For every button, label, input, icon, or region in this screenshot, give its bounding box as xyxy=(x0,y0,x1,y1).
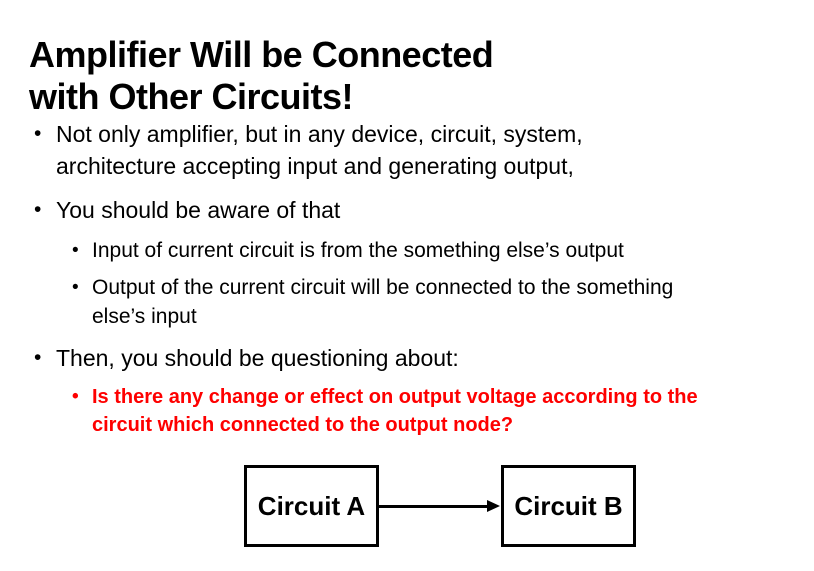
bullet-text-line: Is there any change or effect on output … xyxy=(92,386,698,408)
bullet-text-line: Output of the current circuit will be co… xyxy=(92,276,674,299)
bullet-text: Not only amplifier, but in any device, c… xyxy=(56,118,583,182)
circuit-a-box: Circuit A xyxy=(244,465,379,547)
bullet-marker: • xyxy=(72,240,79,261)
bullet-item: • Input of current circuit is from the s… xyxy=(72,236,624,265)
bullet-text: Input of current circuit is from the som… xyxy=(92,236,624,265)
slide-title-line: Amplifier Will be Connected xyxy=(29,34,494,76)
bullet-item-red-question: • Is there any change or effect on outpu… xyxy=(72,383,698,439)
bullet-text: Is there any change or effect on output … xyxy=(92,383,698,439)
slide-title: Amplifier Will be Connected with Other C… xyxy=(29,34,494,118)
connection-arrow-line xyxy=(379,505,489,508)
bullet-marker: • xyxy=(72,386,79,407)
bullet-text-line: Then, you should be questioning about: xyxy=(56,345,459,371)
bullet-item: • You should be aware of that xyxy=(34,194,340,226)
circuit-a-label: Circuit A xyxy=(257,490,366,521)
bullet-text-line: Not only amplifier, but in any device, c… xyxy=(56,121,583,147)
bullet-marker: • xyxy=(34,198,42,221)
bullet-marker: • xyxy=(34,122,42,145)
bullet-item: • Then, you should be questioning about: xyxy=(34,342,459,374)
bullet-marker: • xyxy=(34,346,42,369)
slide-title-line: with Other Circuits! xyxy=(29,76,354,118)
bullet-text-line: Input of current circuit is from the som… xyxy=(92,239,624,262)
bullet-text-line: else’s input xyxy=(92,305,197,328)
bullet-text-line: architecture accepting input and generat… xyxy=(56,153,574,179)
bullet-text-line: circuit which connected to the output no… xyxy=(92,414,514,436)
bullet-marker: • xyxy=(72,277,79,298)
bullet-text: You should be aware of that xyxy=(56,194,340,226)
bullet-text: Then, you should be questioning about: xyxy=(56,342,459,374)
bullet-item: • Not only amplifier, but in any device,… xyxy=(34,118,583,182)
connection-arrow-head-icon xyxy=(487,500,500,512)
bullet-text-line: You should be aware of that xyxy=(56,197,341,223)
bullet-item: • Output of the current circuit will be … xyxy=(72,273,673,331)
bullet-text: Output of the current circuit will be co… xyxy=(92,273,673,331)
circuit-b-box: Circuit B xyxy=(501,465,636,547)
circuit-b-label: Circuit B xyxy=(514,490,623,521)
